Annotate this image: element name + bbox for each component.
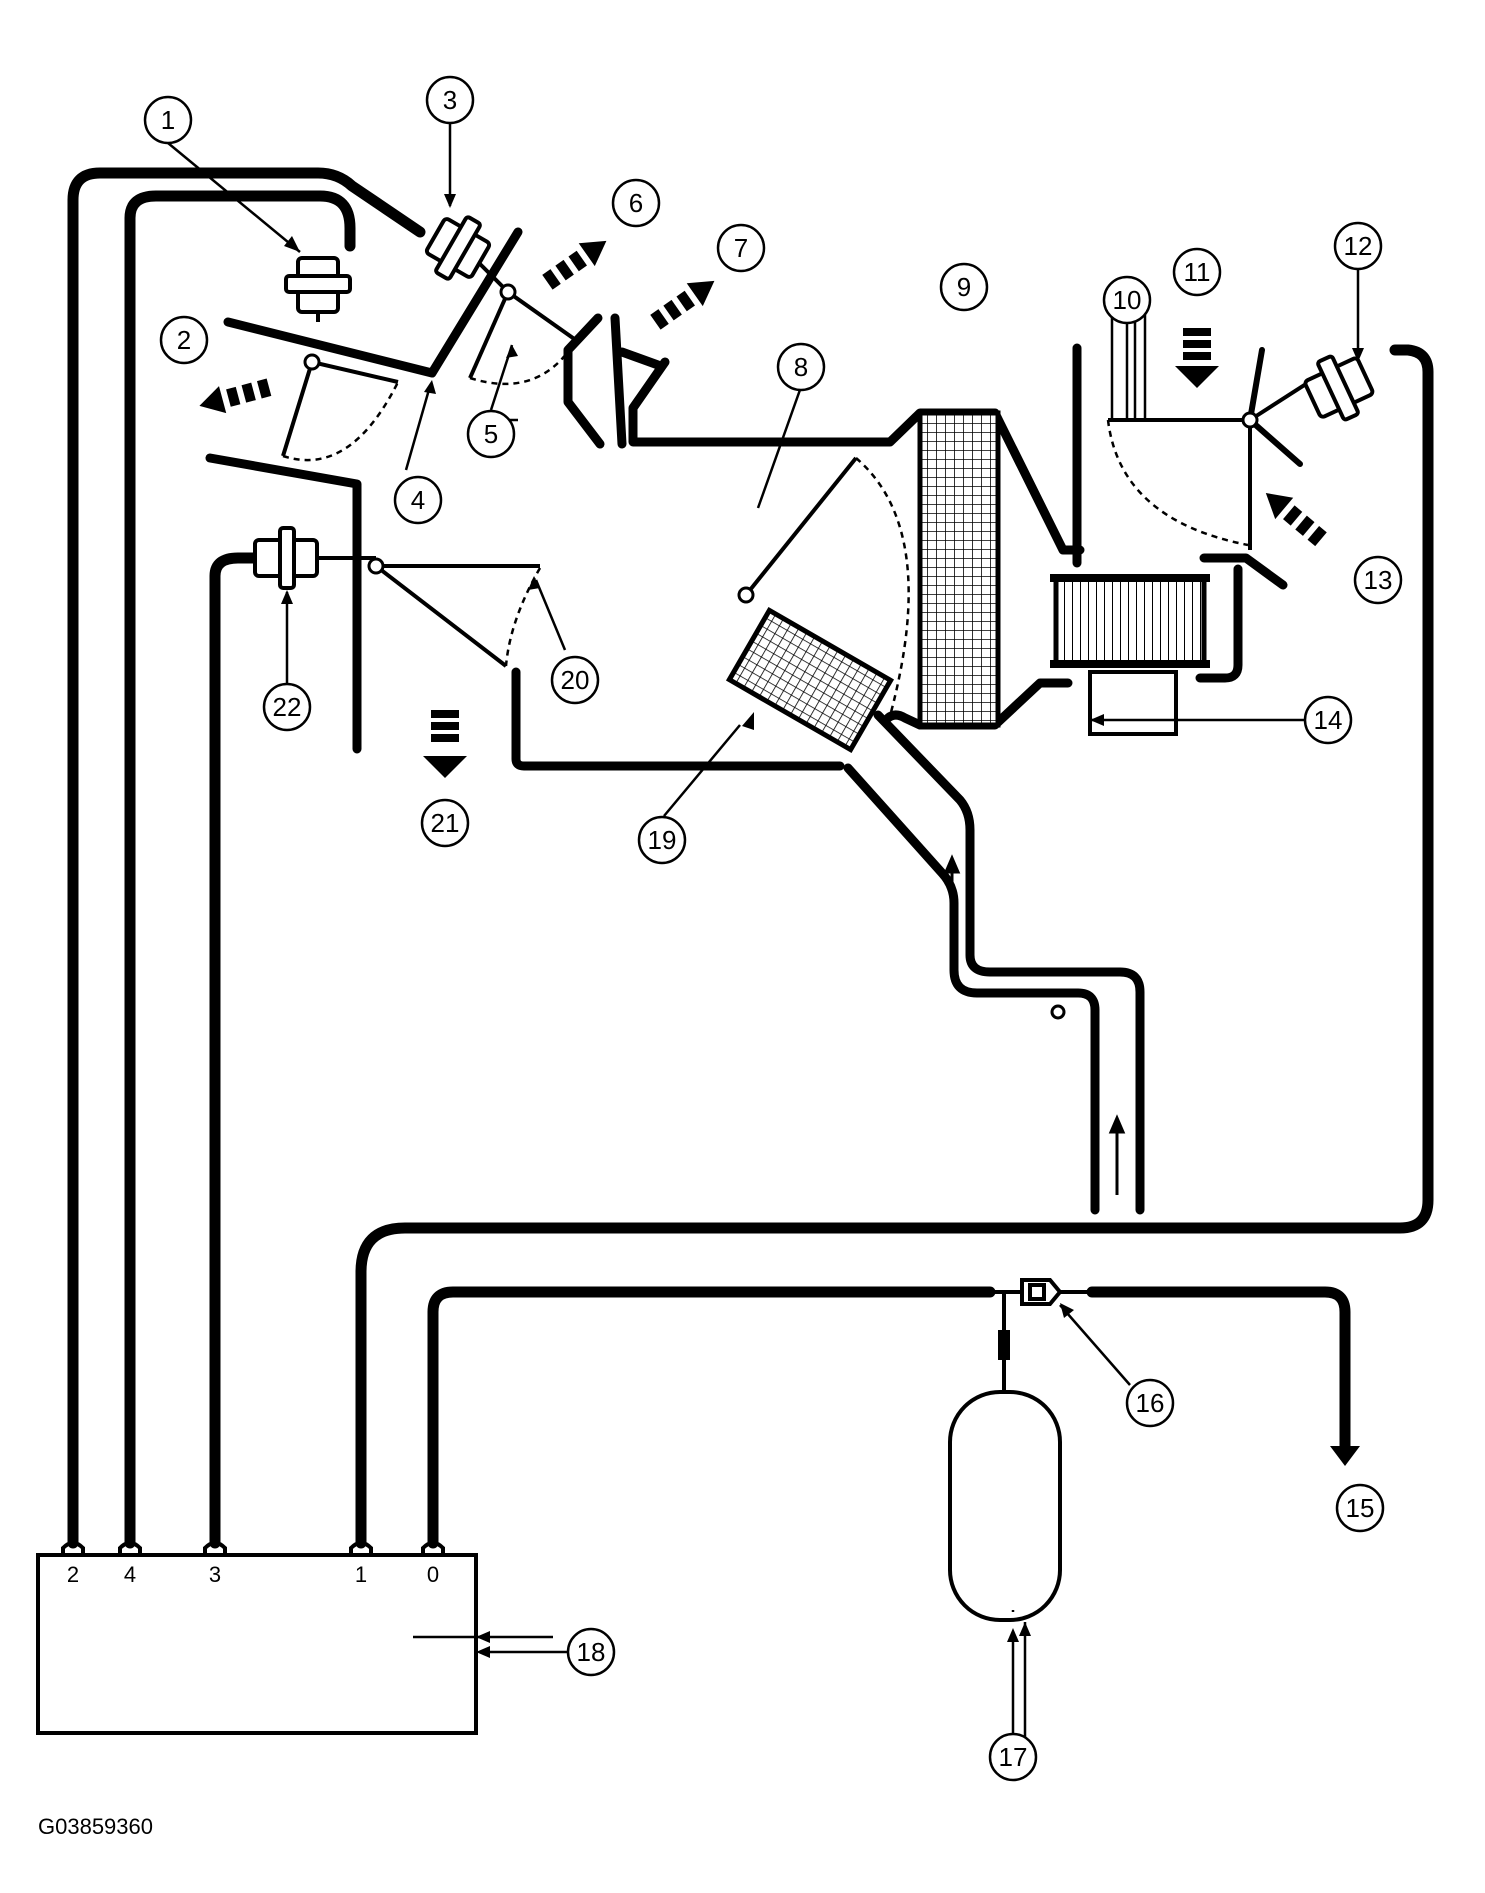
callout-leaders-extra — [489, 305, 1147, 420]
callout-number-5: 5 — [484, 419, 498, 449]
vacuum-line-1 — [355, 344, 1434, 1549]
vacuum-line-0 — [427, 1286, 996, 1549]
actuator-22 — [253, 526, 319, 590]
callout-8 — [776, 342, 826, 392]
leader-arrowheads — [281, 194, 1364, 1643]
control-ports — [61, 1541, 445, 1555]
callout-number-16: 16 — [1136, 1388, 1165, 1418]
callout-6 — [611, 178, 661, 228]
blower-wheel-rims — [1050, 574, 1210, 668]
vacuum-line-vent — [1086, 1286, 1351, 1454]
callout-number-12: 12 — [1344, 231, 1373, 261]
callout-leaders — [167, 123, 1360, 1760]
callout-number-11: 11 — [1184, 257, 1211, 287]
callout-5 — [466, 409, 516, 459]
callout-14 — [1303, 695, 1353, 745]
callout-number-10: 10 — [1113, 285, 1142, 315]
callout-number-2: 2 — [177, 325, 191, 355]
blower-wheel — [1053, 575, 1207, 667]
callout-11 — [1172, 247, 1222, 297]
control-head — [36, 1553, 478, 1735]
duct-walls — [205, 227, 1288, 1215]
callout-12 — [1333, 221, 1383, 271]
vacuum-line-3 — [209, 552, 261, 1549]
callout-number-6: 6 — [629, 188, 643, 218]
recirc-blades — [1247, 347, 1303, 467]
vacuum-reservoir — [948, 1390, 1062, 1622]
port-label-0: 0 — [427, 1562, 439, 1587]
callout-number-18: 18 — [577, 1637, 606, 1667]
callout-number-9: 9 — [957, 272, 971, 302]
callout-number-21: 21 — [431, 808, 460, 838]
callout-number-13: 13 — [1364, 565, 1393, 595]
callout-number-22: 22 — [273, 692, 302, 722]
port-label-3: 3 — [209, 1562, 221, 1587]
callout-number-1: 1 — [161, 105, 175, 135]
callout-1 — [143, 95, 193, 145]
evaporator-core — [917, 410, 1001, 728]
callout-number-7: 7 — [734, 233, 748, 263]
callout-7 — [716, 223, 766, 273]
leader-17-head — [1007, 1628, 1019, 1642]
callout-number-20: 20 — [561, 665, 590, 695]
callout-10 — [1102, 275, 1152, 325]
doors — [281, 262, 1322, 717]
callout-2 — [159, 315, 209, 365]
actuator-1 — [284, 256, 352, 314]
callout-number-3: 3 — [443, 85, 457, 115]
callout-21 — [420, 798, 470, 848]
callout-3 — [425, 75, 475, 125]
heater-core — [725, 606, 895, 754]
callout-circles — [143, 75, 1403, 1782]
airflow-arrows — [199, 240, 1327, 778]
callout-number-14: 14 — [1314, 705, 1343, 735]
actuator-12 — [1303, 354, 1375, 422]
callout-13 — [1353, 555, 1403, 605]
blower-motor — [1088, 670, 1178, 736]
callout-20 — [550, 655, 600, 705]
vacuum-line-4 — [124, 190, 356, 1549]
callout-19 — [637, 815, 687, 865]
callout-22 — [262, 682, 312, 732]
callout-number-19: 19 — [648, 825, 677, 855]
vent-arrowhead — [1330, 1446, 1360, 1466]
callout-numbers: 1 2 3 4 5 6 7 8 9 10 11 12 13 14 15 16 1… — [161, 85, 1393, 1772]
callout-15 — [1335, 1483, 1385, 1533]
check-valve — [1020, 1278, 1063, 1306]
port-label-1: 1 — [355, 1562, 367, 1587]
port-label-4: 4 — [124, 1562, 136, 1587]
check-valve-lines — [985, 1290, 1092, 1330]
pivot-points — [303, 283, 1259, 1020]
callout-16 — [1125, 1378, 1175, 1428]
leader-18-head — [476, 1646, 490, 1658]
port-label-2: 2 — [67, 1562, 79, 1587]
callout-number-15: 15 — [1346, 1493, 1375, 1523]
callout-4 — [393, 475, 443, 525]
callout-number-4: 4 — [411, 485, 425, 515]
figure-id: G03859360 — [38, 1814, 153, 1839]
callout-9 — [939, 262, 989, 312]
callout-number-17: 17 — [999, 1742, 1028, 1772]
actuator-3 — [424, 215, 492, 281]
reservoir-connector — [998, 1330, 1010, 1360]
vacuum-line-2 — [67, 167, 426, 1549]
callout-number-8: 8 — [794, 352, 808, 382]
vacuum-lines — [67, 167, 1434, 1549]
coolant-flow-arrows — [943, 854, 1126, 1195]
